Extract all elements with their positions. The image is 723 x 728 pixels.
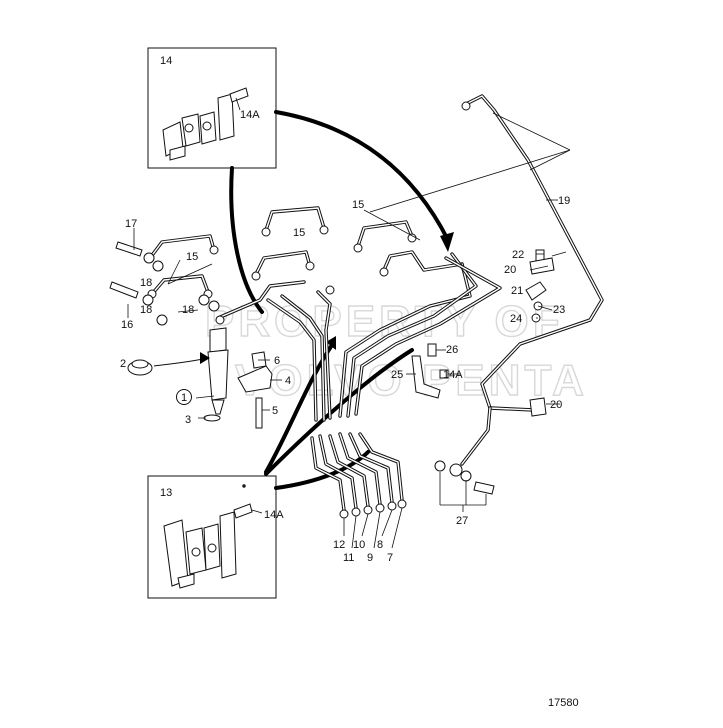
- injection-pipe-bundle: [266, 252, 502, 519]
- callout-15-mid: 15: [293, 227, 305, 239]
- watermark: PROPERTY OF VOLVO PENTA: [204, 296, 588, 405]
- callout-21: 21: [511, 285, 523, 297]
- callout-8: 8: [377, 539, 383, 551]
- callout-9: 9: [367, 552, 373, 564]
- callout-1-circle: [176, 389, 192, 405]
- callout-3: 3: [185, 414, 191, 426]
- callout-15-left: 15: [186, 251, 198, 263]
- callout-1: 1: [181, 392, 187, 404]
- callout-labels: 2 3 4 5 6 7 8 9 10 11 12 14A 15 15 15 16…: [120, 195, 570, 564]
- inset-detail-13: 13 14A: [147, 475, 284, 599]
- callout-13: 13: [160, 487, 172, 499]
- callout-24: 24: [510, 313, 522, 325]
- callout-14a-top: 14A: [240, 109, 260, 121]
- callout-20-low: 20: [550, 399, 562, 411]
- delivery-pipes-upper: [148, 206, 464, 320]
- callout-18-top: 18: [140, 277, 152, 289]
- callout-27: 27: [456, 515, 468, 527]
- callout-14: 14: [160, 55, 172, 67]
- callout-22: 22: [512, 249, 524, 261]
- leader-lines: [127, 112, 571, 549]
- callout-4: 4: [285, 375, 291, 387]
- injector-assembly: [127, 327, 273, 429]
- clamp-hardware: [411, 249, 555, 495]
- callout-6: 6: [274, 355, 280, 367]
- callout-14a-bottom: 14A: [264, 509, 284, 521]
- callout-19: 19: [558, 195, 570, 207]
- callout-5: 5: [272, 405, 278, 417]
- callout-25: 25: [391, 369, 403, 381]
- callout-10: 10: [353, 539, 365, 551]
- callout-12: 12: [333, 539, 345, 551]
- callout-7: 7: [387, 552, 393, 564]
- callout-14a-mid: 14A: [443, 369, 463, 381]
- callout-18-low: 18: [140, 304, 152, 316]
- callout-16: 16: [121, 319, 133, 331]
- callout-20-top: 20: [504, 264, 516, 276]
- callout-17: 17: [125, 218, 137, 230]
- callout-15-top: 15: [352, 199, 364, 211]
- callout-23: 23: [553, 304, 565, 316]
- callout-11: 11: [343, 552, 354, 564]
- callout-18-mid: 18: [182, 304, 194, 316]
- return-pipe: [449, 94, 604, 477]
- inset-detail-14: 14 14A: [147, 47, 277, 169]
- drawing-number: 17580: [548, 697, 579, 709]
- banjo-bolts: [109, 241, 220, 326]
- watermark-line-2: VOLVO PENTA: [235, 356, 588, 405]
- callout-26: 26: [446, 344, 458, 356]
- callout-2: 2: [120, 358, 126, 370]
